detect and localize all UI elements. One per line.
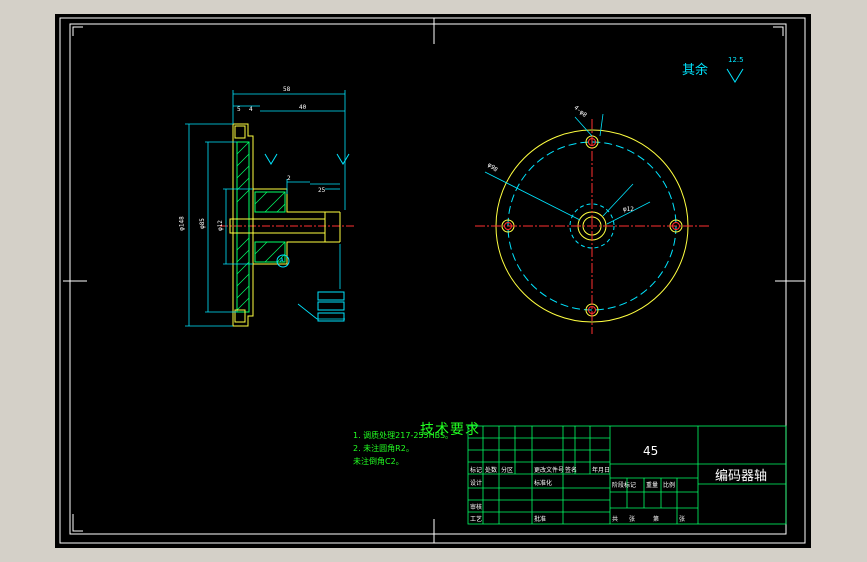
tb-cell-total: 共 <box>612 516 619 523</box>
dim-body-diameter: φ85 <box>198 218 206 229</box>
dim-small-step: 2 <box>287 175 291 182</box>
tb-cell-review: 审核 <box>470 504 483 511</box>
dim-outer-diameter: φ148 <box>178 216 186 231</box>
tech-req-title: 技术要求 <box>420 422 480 438</box>
corner-mark-tl <box>72 26 83 36</box>
dim-bore-diameter: φ12 <box>216 220 224 231</box>
tb-cell-zone: 分区 <box>501 467 514 474</box>
tb-cell-signature: 签名 <box>565 467 578 474</box>
tech-req-item-2: 2. 未注圆角R2。 <box>353 444 414 453</box>
dim-step-a: 5 <box>237 106 241 113</box>
dimension-lines <box>185 90 346 327</box>
tb-cell-count: 处数 <box>485 467 498 474</box>
tb-cell-weight: 重量 <box>646 482 659 489</box>
detail-mark-circle <box>276 254 290 268</box>
tb-cell-sheet-no: 第 <box>653 516 660 523</box>
dim-inner-length: 40 <box>299 104 307 111</box>
dim-step-b: 4 <box>249 106 253 113</box>
hub-hatch-top <box>254 191 286 213</box>
flange-outline <box>232 123 254 327</box>
surface-finish-value: 12.5 <box>728 56 744 64</box>
corner-mark-bl <box>72 514 83 532</box>
tb-cell-approve: 批准 <box>534 516 547 523</box>
tech-req-item-3: 未注倒角C2。 <box>353 457 404 466</box>
flange-bolt-hole-bottom <box>234 309 246 323</box>
tb-cell-change-doc: 更改文件号 <box>534 467 565 474</box>
tb-cell-design: 设计 <box>470 480 483 487</box>
tb-cell-scale: 比例 <box>663 482 676 489</box>
flange-bolt-hole-top <box>234 125 246 139</box>
title-block <box>467 425 787 525</box>
inner-border <box>69 23 787 535</box>
tb-cell-mark: 标记 <box>470 467 483 474</box>
front-leaders <box>484 113 651 225</box>
dim-overall-length: 58 <box>283 86 291 93</box>
section-view <box>185 90 355 327</box>
tb-cell-process: 工艺 <box>470 516 483 523</box>
tech-req-item-1: 1. 调质处理217-255HBS。 <box>353 431 454 440</box>
hub-hatch-bottom <box>254 241 286 263</box>
surface-finish-label: 其余 <box>682 63 709 78</box>
tb-cell-date: 年月日 <box>592 467 611 474</box>
bore-outline <box>229 218 326 234</box>
corner-mark-tr <box>773 26 784 36</box>
hub-circle <box>569 203 615 249</box>
cad-drawing-canvas <box>59 17 806 544</box>
tb-cell-sheets: 张 <box>629 516 636 523</box>
tb-cell-stage: 阶段标记 <box>612 482 637 489</box>
dim-hole-diameter: φ12 <box>623 206 634 213</box>
tb-cell-standard: 标准化 <box>534 480 553 487</box>
tolerance-frame-1 <box>317 291 345 301</box>
flange-hatch-lines <box>236 141 250 311</box>
detail-mark-label: A <box>280 257 284 264</box>
part-name: 编码器轴 <box>715 469 768 484</box>
drawing-sheet: 其余 12.5 58 40 5 4 φ148 φ85 φ12 2 25 A φ9… <box>55 14 811 548</box>
tb-cell-sheet: 张 <box>679 516 686 523</box>
material-value: 45 <box>643 444 659 458</box>
front-view <box>475 113 710 334</box>
flange-hatch-region <box>236 141 250 313</box>
dim-shoulder: 25 <box>318 187 326 194</box>
tolerance-frame-2 <box>317 301 345 311</box>
tolerance-frame-3 <box>317 312 345 322</box>
